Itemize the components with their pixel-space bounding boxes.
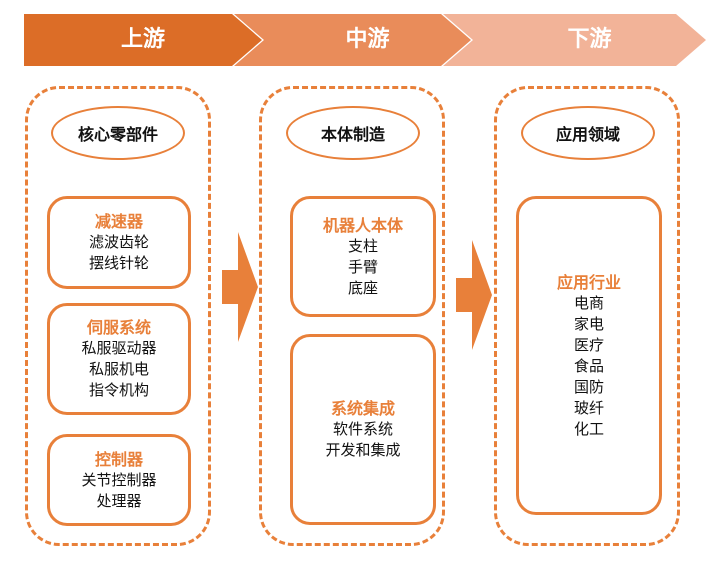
- item-line: 底座: [347, 278, 378, 297]
- item-box-servo: 伺服系统 私服驱动器 私服机电 指令机构: [47, 303, 191, 415]
- item-line: 医疗: [573, 335, 604, 354]
- stage-chevron-midstream: [234, 14, 471, 66]
- item-box-reducer: 减速器 滤波齿轮 摆线针轮: [47, 196, 191, 289]
- item-line: 滤波齿轮: [88, 233, 149, 251]
- item-line: 开发和集成: [325, 441, 401, 459]
- stage-chevron-downstream: [443, 14, 706, 66]
- item-box-controller: 控制器 关节控制器 处理器: [47, 434, 191, 526]
- item-heading: 应用行业: [556, 272, 621, 292]
- item-line: 软件系统: [332, 420, 393, 438]
- item-line: 处理器: [96, 491, 142, 510]
- stage-chevron-upstream: [24, 14, 262, 66]
- item-heading: 系统集成: [330, 399, 395, 418]
- item-line: 化工: [573, 419, 604, 438]
- item-line: 私服驱动器: [81, 339, 157, 357]
- item-line: 手臂: [347, 257, 378, 276]
- item-box-system-integration: 系统集成 软件系统 开发和集成: [290, 334, 436, 525]
- item-heading: 机器人本体: [322, 215, 403, 235]
- flow-arrow-right-icon: [456, 240, 492, 350]
- item-line: 国防: [573, 377, 604, 396]
- item-heading: 减速器: [94, 212, 143, 231]
- item-box-robot-body: 机器人本体 支柱 手臂 底座: [290, 196, 436, 317]
- flow-arrow-right-icon: [222, 232, 258, 342]
- column-title-upstream: 核心零部件: [51, 106, 185, 160]
- stage-label-downstream: 下游: [567, 27, 612, 52]
- item-line: 玻纤: [573, 398, 604, 417]
- stage-label-midstream: 中游: [345, 27, 390, 52]
- stage-header: [24, 14, 706, 66]
- item-line: 指令机构: [88, 381, 149, 399]
- column-downstream: [494, 86, 680, 546]
- item-line: 摆线针轮: [88, 254, 149, 272]
- item-heading: 伺服系统: [86, 318, 151, 337]
- column-midstream: [259, 86, 445, 546]
- item-line: 关节控制器: [81, 470, 157, 489]
- column-upstream: [25, 86, 211, 546]
- item-line: 家电: [573, 314, 604, 333]
- item-heading: 控制器: [94, 449, 143, 469]
- item-line: 食品: [573, 356, 604, 375]
- column-title-midstream: 本体制造: [286, 106, 420, 160]
- item-line: 支柱: [347, 236, 378, 255]
- stage-label-upstream: 上游: [120, 27, 165, 52]
- item-line: 电商: [573, 293, 604, 312]
- item-line: 私服机电: [88, 360, 149, 378]
- item-box-application-industry: 应用行业 电商 家电 医疗 食品 国防 玻纤 化工: [516, 196, 662, 515]
- column-title-downstream: 应用领域: [521, 106, 655, 160]
